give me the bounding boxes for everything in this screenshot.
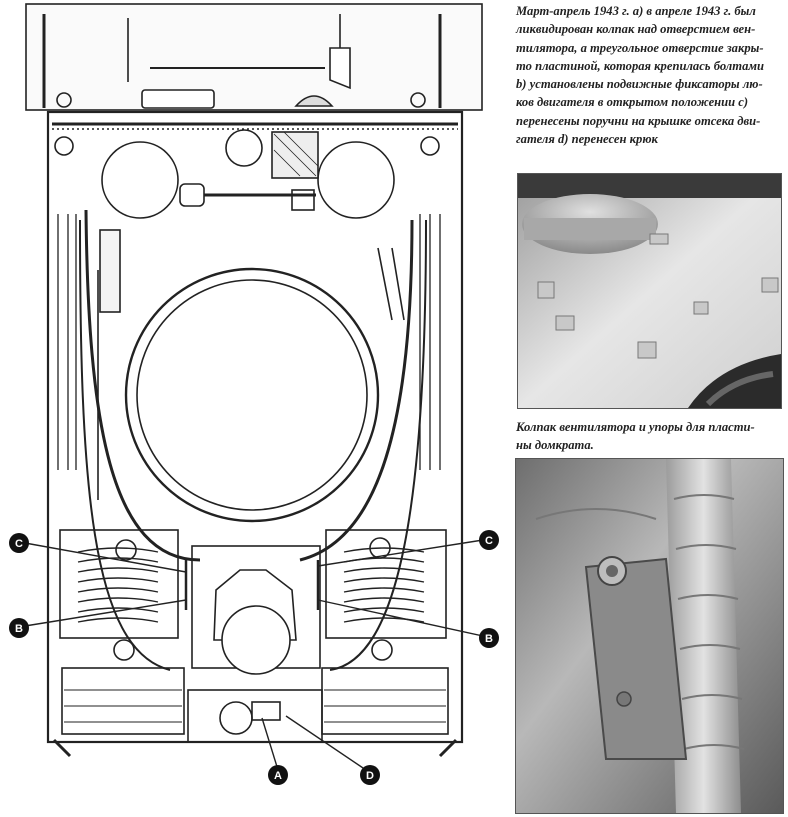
photo-caption: Колпак вентилятора и упоры для пласти- н… bbox=[516, 418, 782, 455]
callout-b-right: B bbox=[485, 633, 493, 645]
photo-caption-line: ны домкрата. bbox=[516, 438, 594, 453]
caption-line: перенесены поручни на крышке отсека дви- bbox=[516, 113, 761, 128]
caption-line: тилятора, а треугольное отверстие закры- bbox=[516, 40, 764, 55]
caption-line: гателя d) перенесен крюк bbox=[516, 132, 658, 147]
callout-c-left: C bbox=[15, 538, 23, 550]
caption-line: Март-апрель 1943 г. a) в апреле 1943 г. … bbox=[516, 4, 756, 18]
callout-a: A bbox=[274, 770, 282, 782]
callout-d: D bbox=[366, 770, 374, 782]
photo-caption-line: Колпак вентилятора и упоры для пласти- bbox=[516, 420, 755, 434]
engine-deck-drawing: C C B B A D bbox=[9, 3, 499, 785]
caption-line: ков двигателя в открытом положении c) bbox=[516, 95, 749, 110]
caption-line: b) установлены подвижные фиксаторы лю- bbox=[516, 77, 763, 92]
callout-b-left: B bbox=[15, 623, 23, 635]
fan-cover-photo bbox=[517, 173, 782, 409]
caption-line: ликвидирован колпак над отверстием вен- bbox=[516, 22, 756, 37]
callout-c-right: C bbox=[485, 535, 493, 547]
main-caption: Март-апрель 1943 г. a) в апреле 1943 г. … bbox=[516, 2, 782, 148]
jack-plate-photo bbox=[515, 458, 784, 814]
caption-line: то пластиной, которая крепилась болтами bbox=[516, 58, 764, 73]
